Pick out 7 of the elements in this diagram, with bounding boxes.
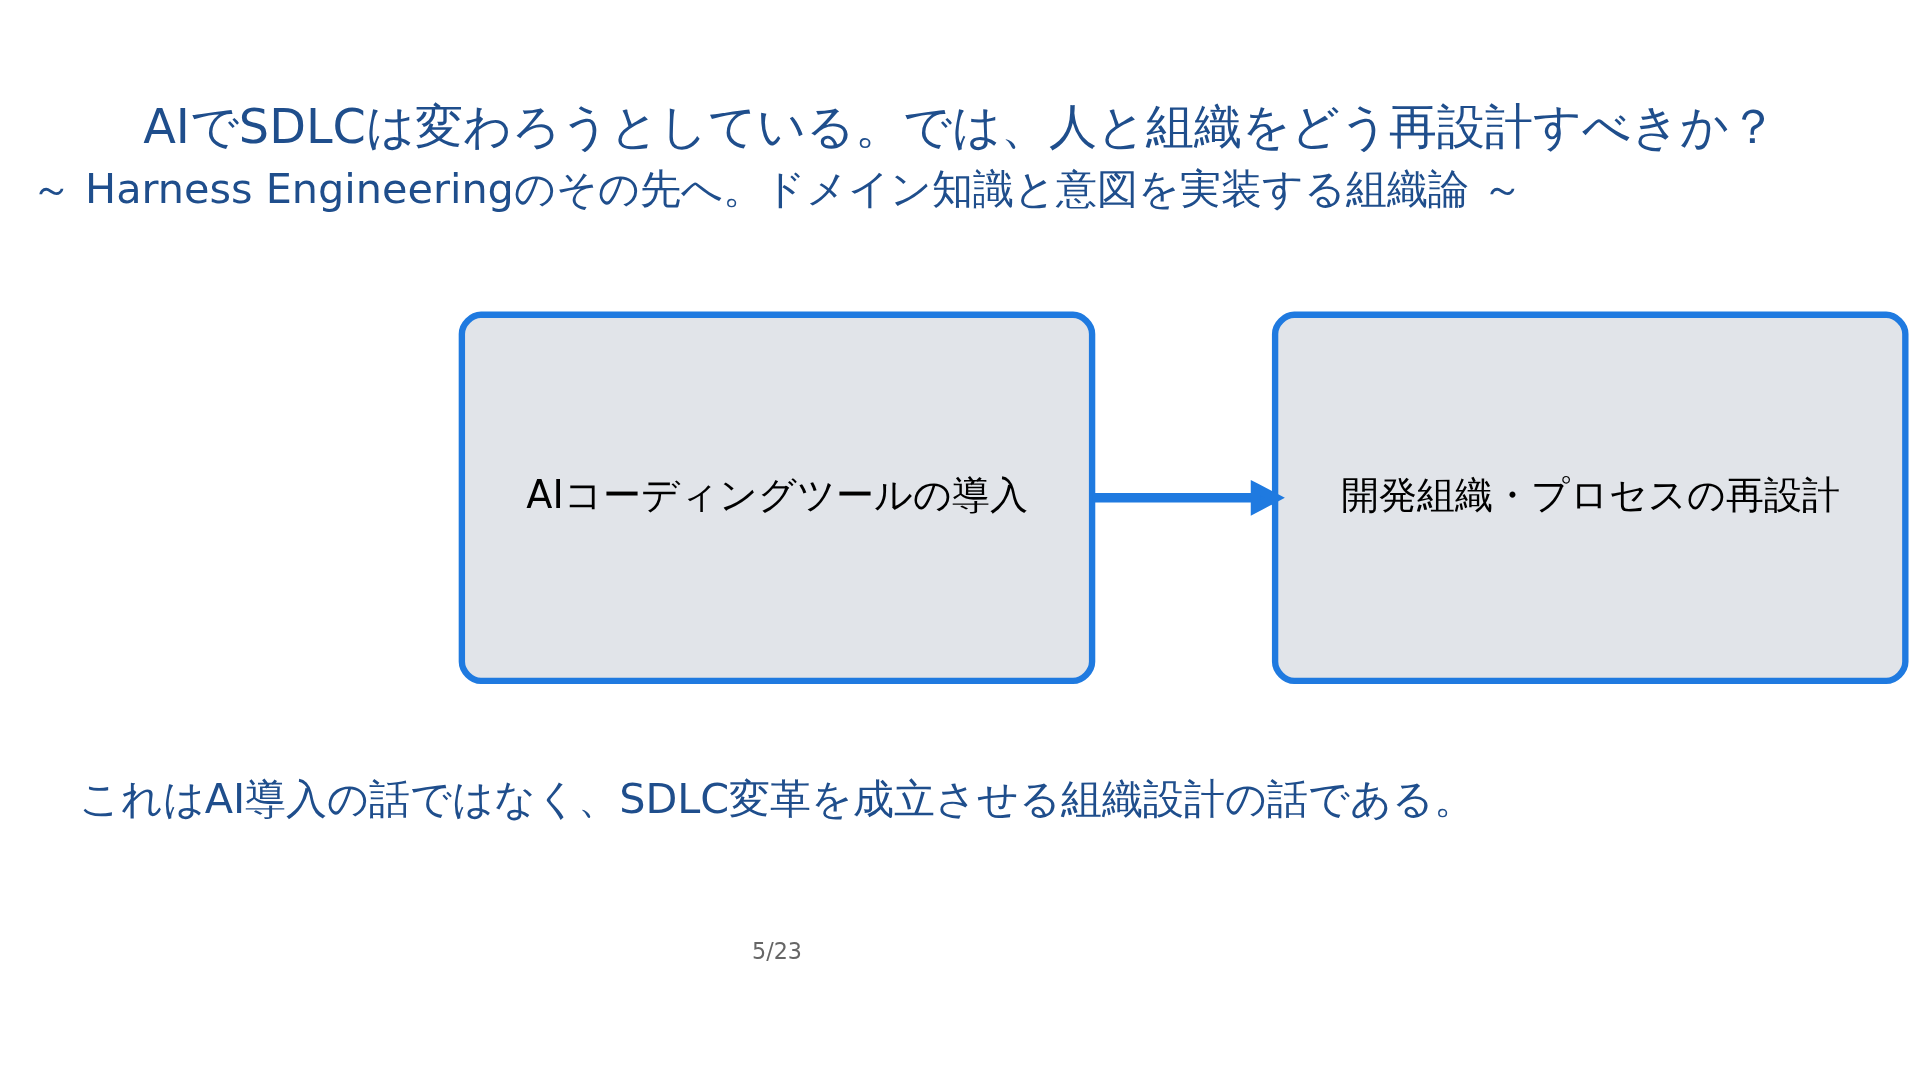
label: 5/23 [751, 937, 802, 964]
caption: これはAI導入の話ではなく、SDLC変革を成立させる組織設計の話である。 [78, 774, 1476, 823]
node-box: 開発組織・プロセスの再設計 [1271, 311, 1909, 685]
label: ～ Harness Engineeringのその先へ。ドメイン知識と意図を実装する組織論 ～ [30, 165, 1524, 214]
arrow [1092, 479, 1285, 516]
node-box: AIコーディングツールの導入 [458, 311, 1096, 685]
diagram-title: AIでSDLCは変わろうとしている。では、人と組織をどう再設計すべきか？ [143, 98, 1777, 154]
